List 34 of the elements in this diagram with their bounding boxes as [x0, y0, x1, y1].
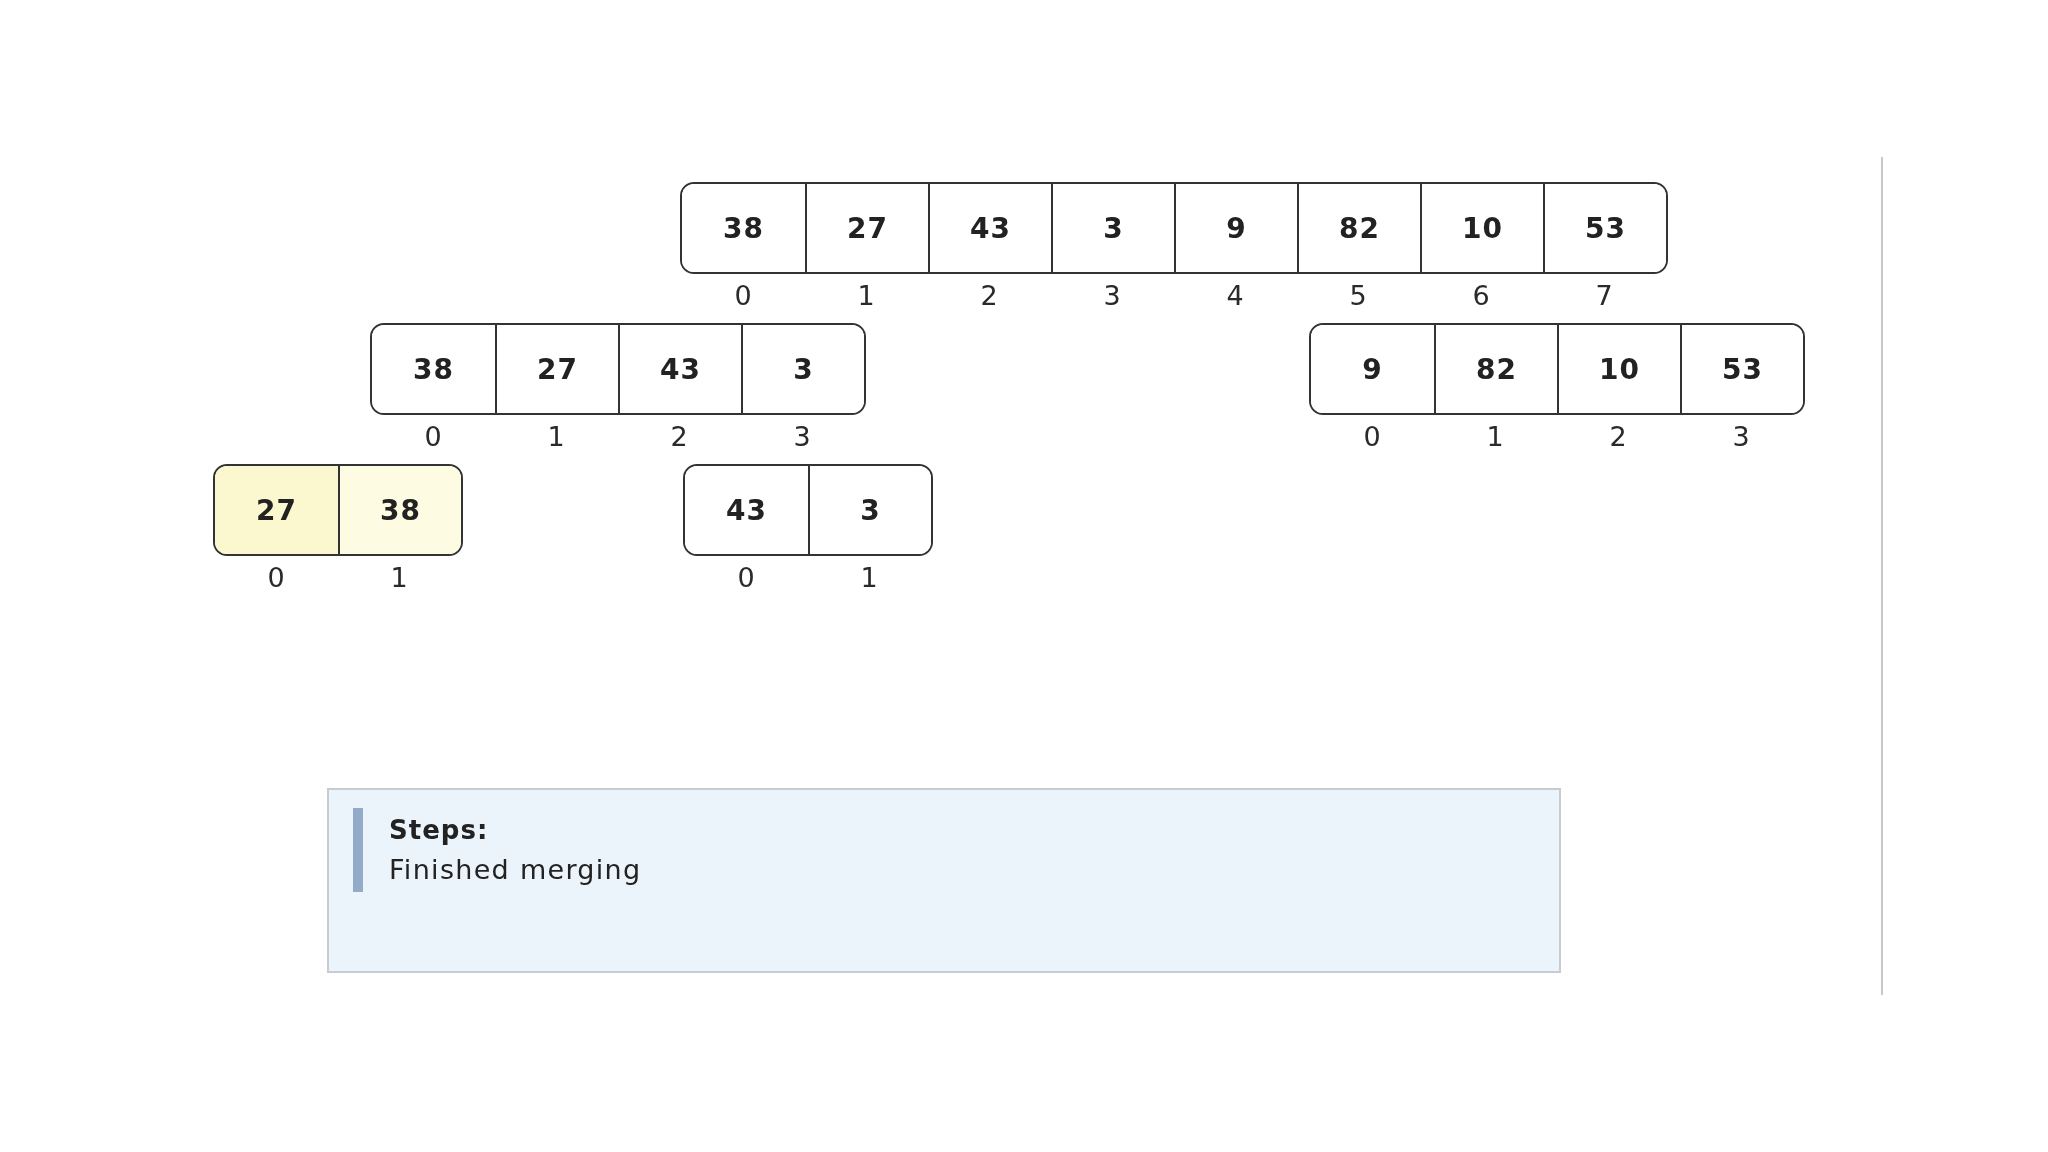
array-box — [213, 464, 463, 556]
index-label: 1 — [857, 280, 876, 312]
index-label: 0 — [734, 280, 753, 312]
index-label: 3 — [1103, 280, 1122, 312]
index-label: 5 — [1349, 280, 1368, 312]
index-label: 0 — [737, 562, 756, 594]
index-label: 3 — [1732, 421, 1751, 453]
index-label: 0 — [1363, 421, 1382, 453]
index-label: 4 — [1226, 280, 1245, 312]
index-label: 3 — [793, 421, 812, 453]
steps-text: Finished merging — [389, 853, 642, 887]
array-value: 53 — [1680, 325, 1803, 413]
index-label: 7 — [1595, 280, 1614, 312]
steps-panel — [327, 788, 1561, 973]
index-label: 1 — [547, 421, 566, 453]
array-box — [370, 323, 866, 415]
index-label: 1 — [390, 562, 409, 594]
array-value: 3 — [741, 325, 864, 413]
array-value: 53 — [1543, 184, 1666, 272]
index-label: 1 — [1486, 421, 1505, 453]
index-label: 2 — [670, 421, 689, 453]
array-value: 38 — [338, 466, 461, 554]
array-box — [680, 182, 1668, 274]
array-box — [1309, 323, 1805, 415]
index-label: 0 — [424, 421, 443, 453]
steps-heading: Steps: — [389, 814, 489, 847]
array-box — [683, 464, 933, 556]
index-label: 2 — [980, 280, 999, 312]
index-label: 6 — [1472, 280, 1491, 312]
index-label: 0 — [267, 562, 286, 594]
index-label: 1 — [860, 562, 879, 594]
array-value: 27 — [215, 466, 338, 554]
array-value: 3 — [808, 466, 931, 554]
index-label: 2 — [1609, 421, 1628, 453]
